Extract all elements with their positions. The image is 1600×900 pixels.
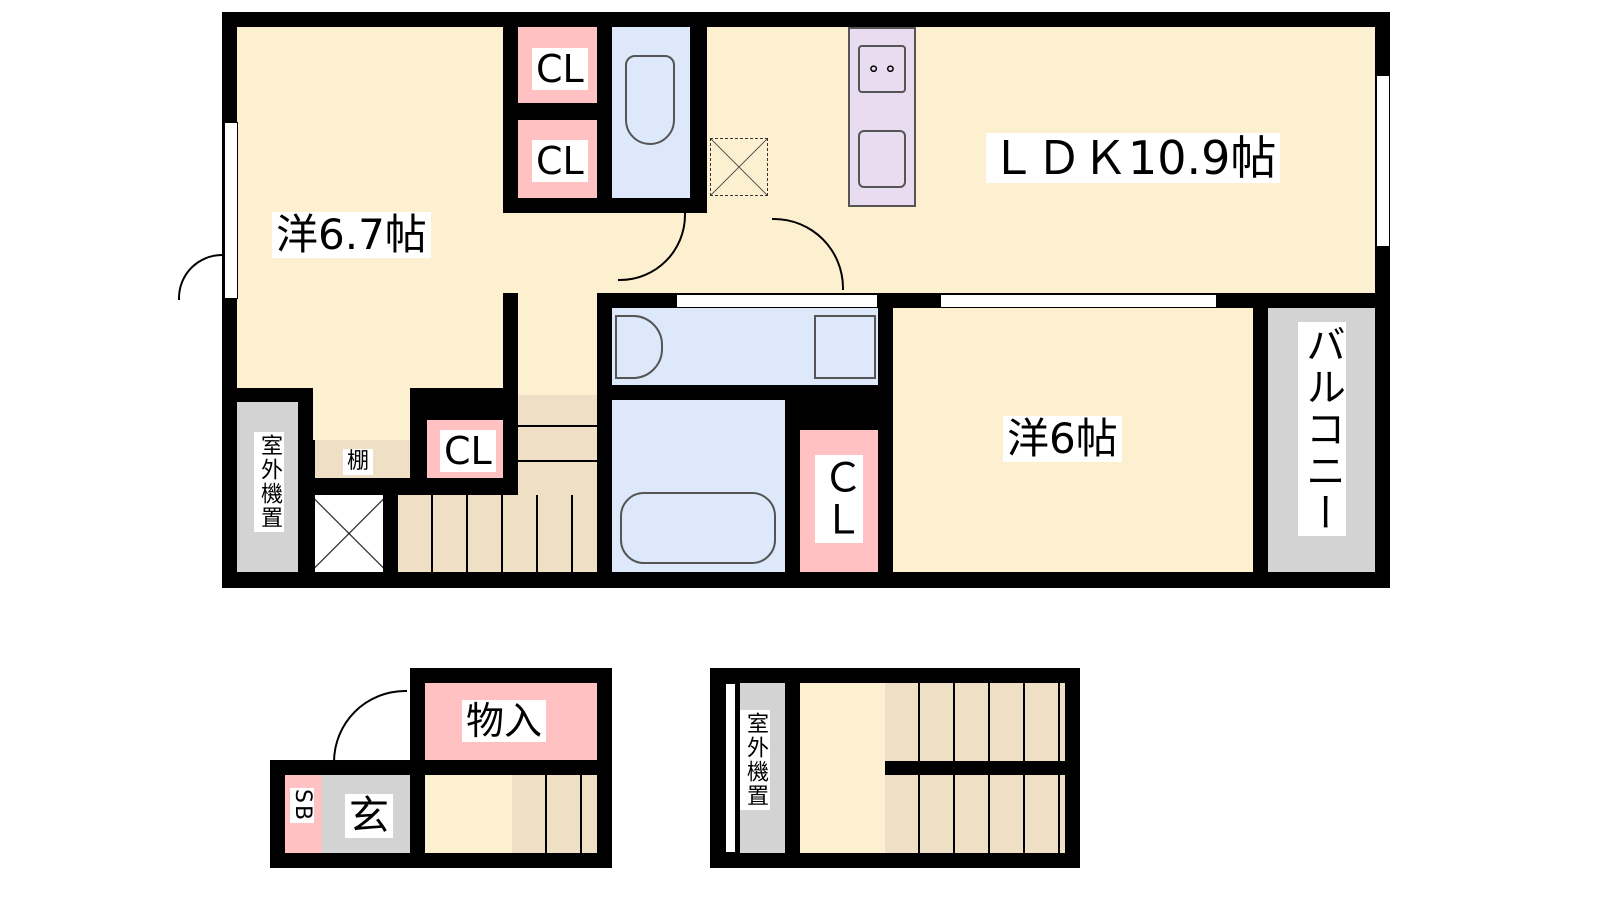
hallway-lower <box>518 213 597 395</box>
label-shelf: 棚 <box>343 449 374 475</box>
window <box>725 683 736 853</box>
window <box>1376 75 1390 247</box>
storage-x <box>710 138 768 196</box>
void-box <box>315 495 383 572</box>
label-western-1: 洋6.7帖 <box>272 212 431 258</box>
label-outdoor-unit: 室外機置 <box>254 432 284 532</box>
label-closet-2: CL <box>532 140 588 182</box>
label-outdoor-unit-2: 室外機置 <box>740 710 770 810</box>
room-western-1-lower <box>313 388 410 440</box>
label-closet-1: CL <box>532 48 588 90</box>
window <box>224 122 238 299</box>
door-swing <box>333 690 407 762</box>
label-closet-large: ＣＬ <box>815 455 863 543</box>
label-storage: 物入 <box>462 700 547 742</box>
toilet-icon <box>625 55 675 145</box>
room-western-1 <box>237 27 503 388</box>
sink-icon <box>858 130 906 188</box>
washbasin-icon <box>615 315 663 379</box>
label-balcony: バルコニー <box>1298 322 1346 536</box>
washroom <box>612 308 878 385</box>
washing-machine-icon <box>814 315 876 379</box>
stove-icon: ⚬⚬ <box>858 45 906 93</box>
label-shoe-box: SB <box>290 788 315 824</box>
label-closet-small: CL <box>440 430 496 472</box>
corridor <box>800 683 885 853</box>
label-entrance: 玄 <box>345 794 393 838</box>
door-swing <box>178 254 224 300</box>
stairs-upper <box>398 495 597 572</box>
label-ldk: ＬＤＫ10.9帖 <box>986 133 1281 183</box>
stairs-lower-bottom <box>885 775 1065 853</box>
window <box>940 294 1217 308</box>
label-western-2: 洋6帖 <box>1003 416 1122 462</box>
stairs-side <box>518 395 597 495</box>
bathtub-icon <box>620 492 776 564</box>
entrance-hall <box>425 775 512 853</box>
stairs-lower-top <box>885 683 1065 761</box>
stairs-entrance <box>512 775 597 853</box>
window <box>676 294 878 308</box>
